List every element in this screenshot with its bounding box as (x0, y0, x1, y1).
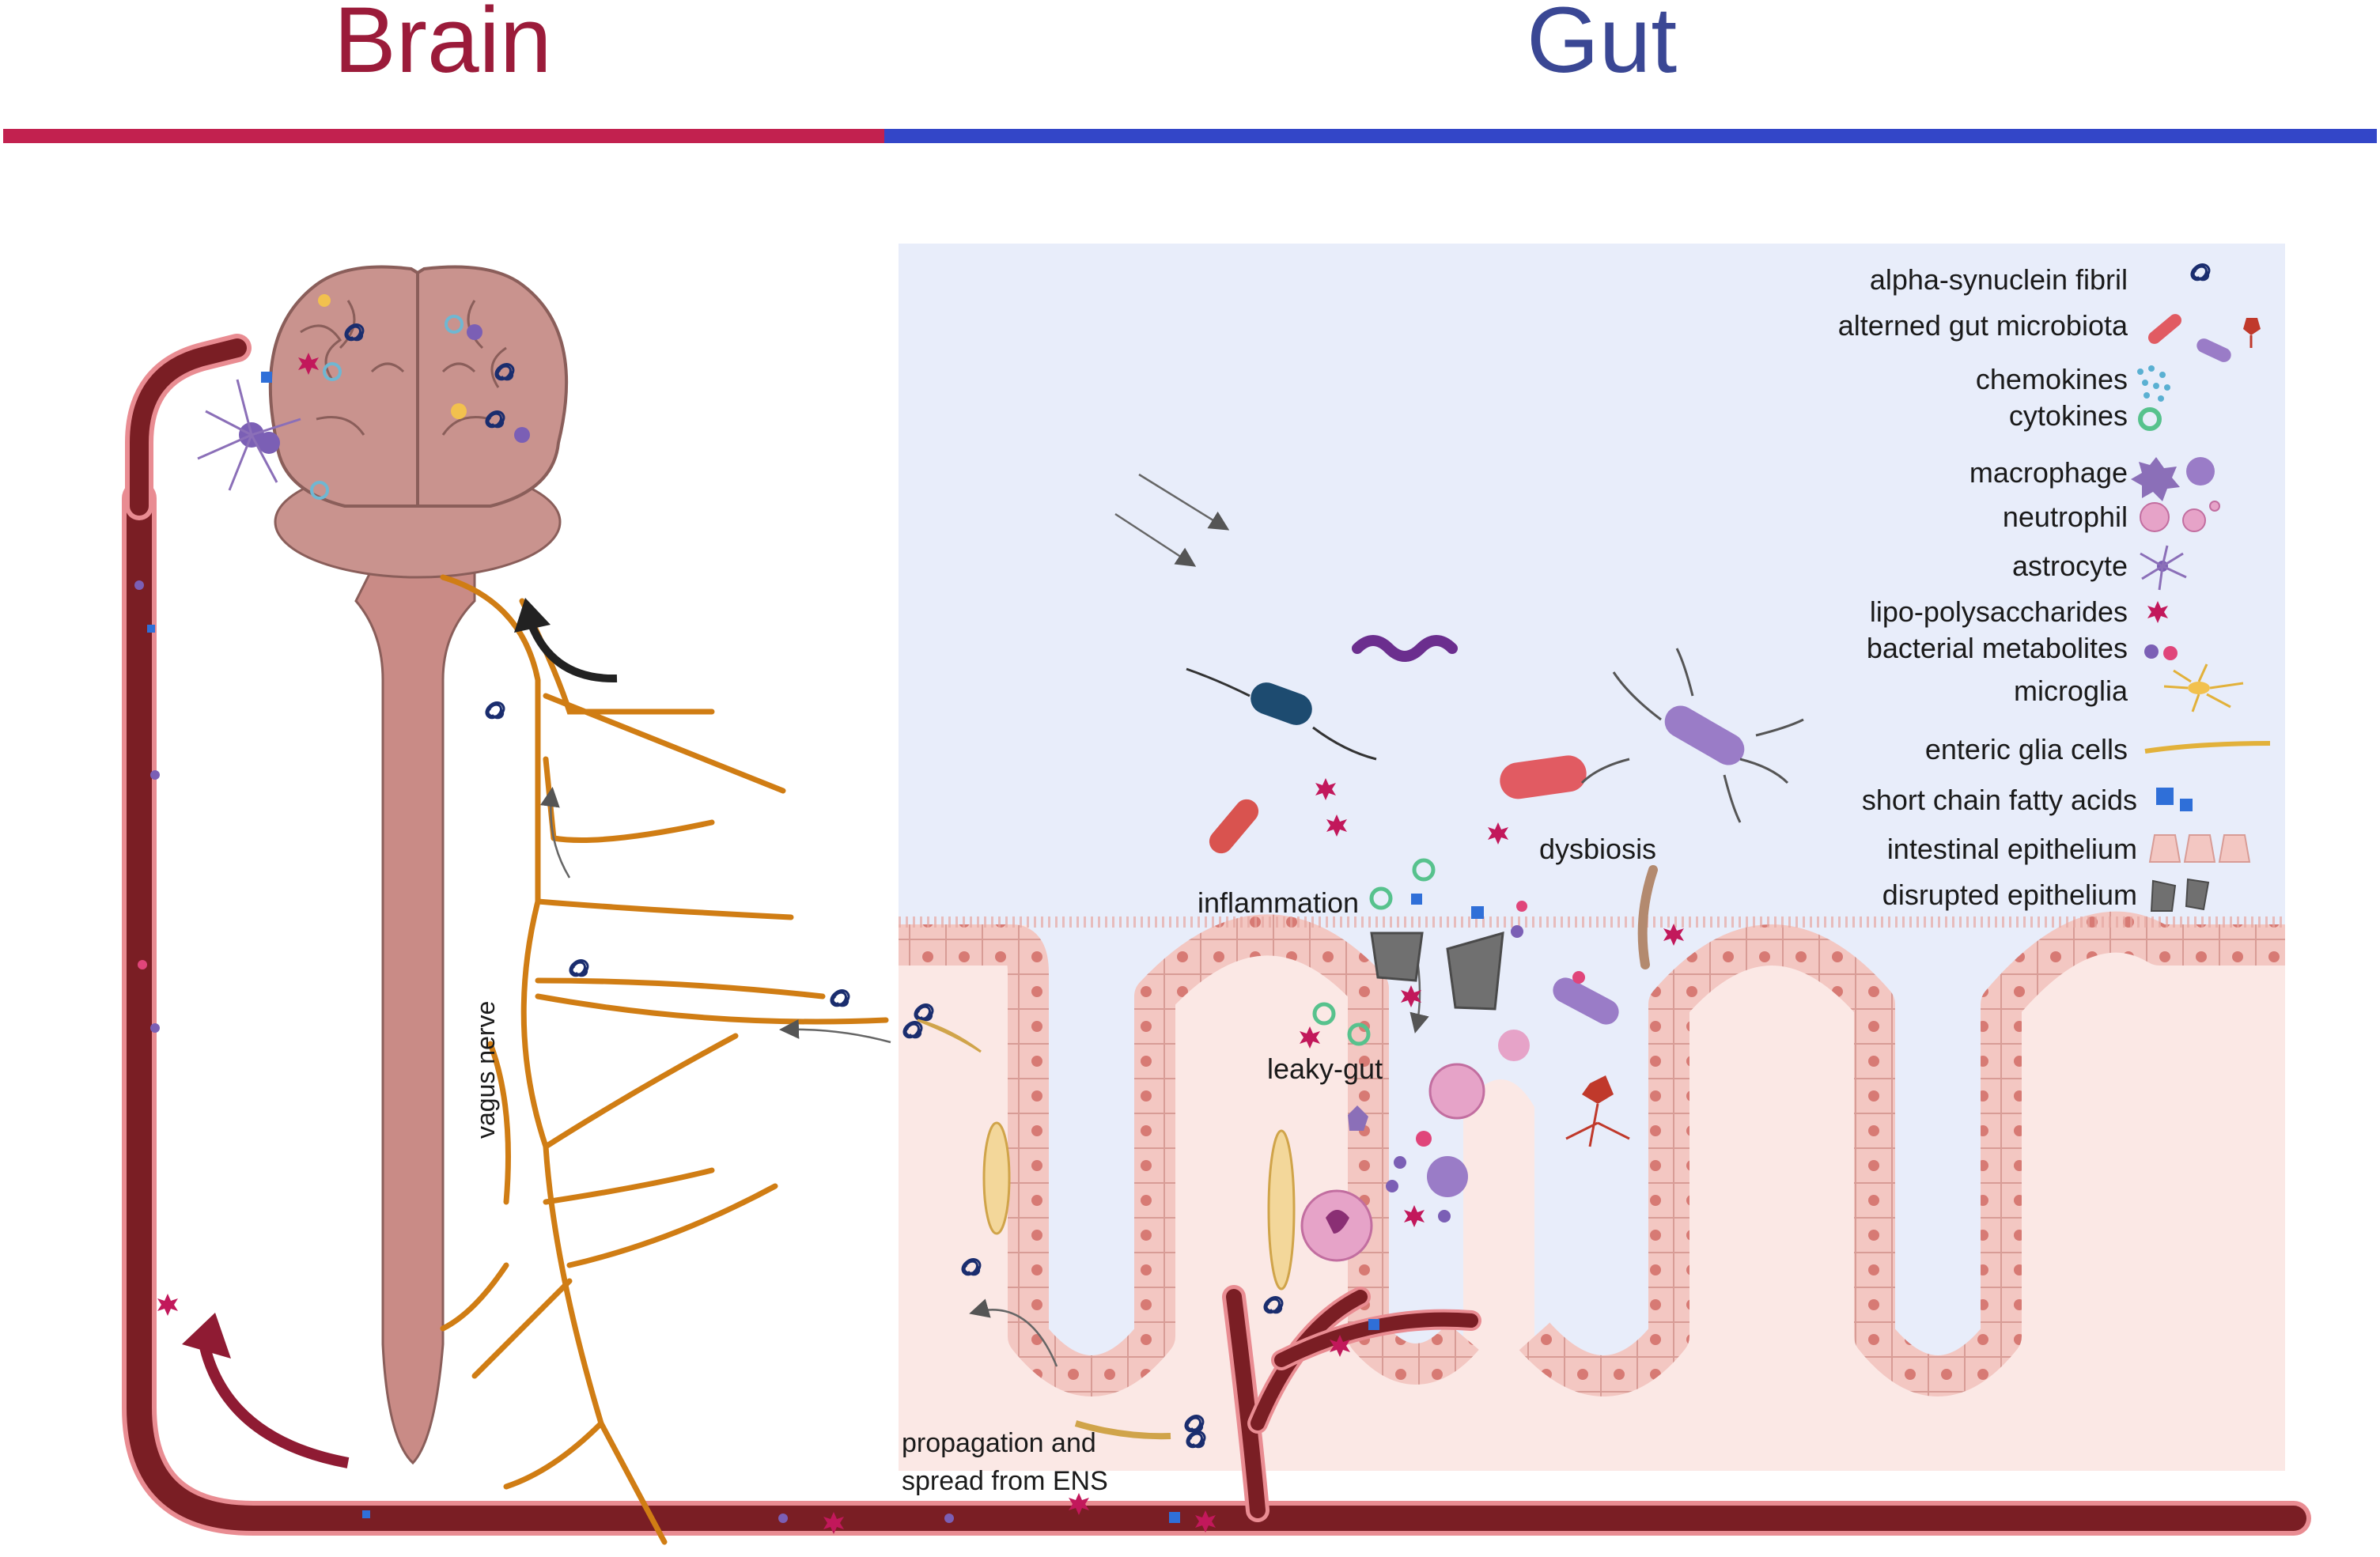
blood-flow-arrow (197, 1335, 350, 1468)
metabolite-icon (2144, 644, 2178, 660)
legend-label-epithelium: intestinal epithelium (1887, 833, 2137, 865)
legend-label-cytokines: cytokines (2009, 399, 2128, 432)
astrocyte-cell (197, 379, 301, 491)
vessel-particles (134, 580, 1379, 1534)
propagation-label-line1: propagation and (902, 1428, 1096, 1458)
vagus-nerve-label: vagus nerve (471, 1001, 500, 1139)
spinal-cord (354, 536, 476, 1465)
microglia-icon (2163, 663, 2244, 712)
brain (268, 265, 569, 579)
macrophage-icon (2131, 457, 2215, 501)
inflammation-label: inflammation (1198, 886, 1359, 919)
legend-label-scfa: short chain fatty acids (1862, 784, 2137, 816)
bacteria-icon (2147, 314, 2261, 362)
signal-to-brain-arrow (528, 623, 618, 683)
legend-label-disrupted: disrupted epithelium (1882, 879, 2137, 911)
blood-vessel (122, 334, 2311, 1536)
legend-label-lps: lipo-polysaccharides (1870, 595, 2128, 628)
intestinal-epithelium (899, 911, 2285, 1396)
signal-to-brain-arrowhead (514, 598, 551, 633)
legend-label-metabolites: bacterial metabolites (1867, 632, 2128, 664)
propagation-label-line2: spread from ENS (902, 1466, 1108, 1496)
vagus-nerve (440, 574, 889, 1545)
legend-label-neutrophil: neutrophil (2003, 501, 2128, 533)
epithelium-icon (2148, 834, 2251, 863)
dysbiosis-label: dysbiosis (1539, 833, 1656, 865)
leaky-gut-label: leaky-gut (1267, 1052, 1383, 1085)
brain-header-bar (3, 129, 884, 143)
legend-label-astrocyte: astrocyte (2012, 550, 2128, 582)
lumen-molecules (1300, 778, 1684, 1227)
blood-flow-arrowhead (182, 1313, 231, 1359)
enteric-glia-cells (917, 1018, 1296, 1440)
legend-label-enteric-glia: enteric glia cells (1925, 733, 2128, 765)
disrupted-epithelium-icon (2150, 878, 2210, 912)
scfa-icon (2156, 788, 2193, 811)
legend-label-microbiota: alterned gut microbiota (1838, 309, 2128, 342)
gut-header: Gut (1527, 0, 1678, 93)
legend-label-fibril: alpha-synuclein fibril (1870, 263, 2128, 296)
astrocyte-icon (2140, 545, 2187, 591)
neutrophil-icon (2140, 501, 2220, 532)
gut-header-bar (884, 129, 2377, 143)
gut-bacteria (1186, 635, 1804, 1147)
legend: alpha-synuclein fibril alterned gut micr… (1838, 263, 2271, 912)
legend-label-chemokines: chemokines (1976, 363, 2128, 395)
enteric-glia-icon (2144, 741, 2271, 754)
legend-label-macrophage: macrophage (1969, 456, 2128, 489)
disrupted-epithelium (1370, 931, 1504, 1011)
immune-cells (1300, 1030, 1530, 1262)
chemokine-icon (2137, 365, 2170, 402)
legend-label-microglia: microglia (2014, 675, 2128, 707)
cytokine-icon (2138, 407, 2162, 431)
brain-header: Brain (334, 0, 552, 93)
